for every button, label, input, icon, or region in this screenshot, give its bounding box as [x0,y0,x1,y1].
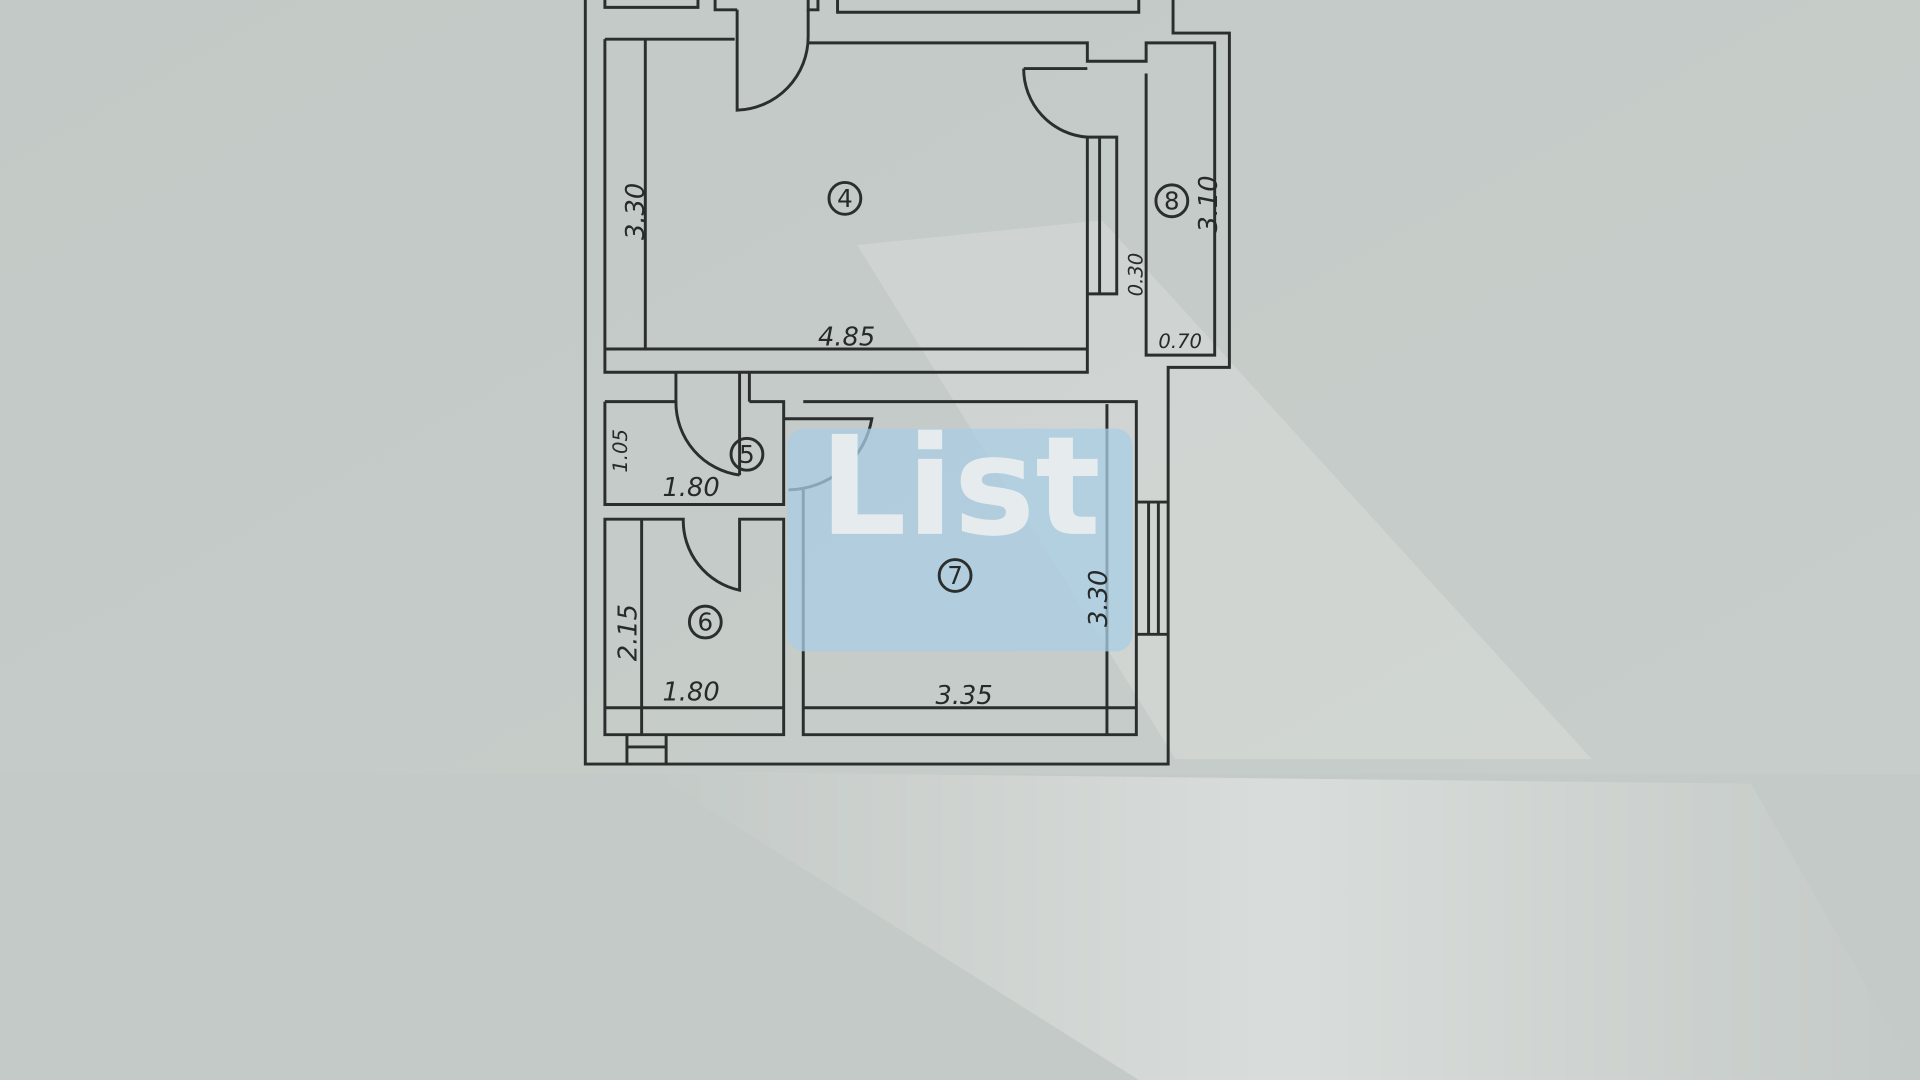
watermark: List [787,408,1133,652]
room-number-8: 8 [1164,186,1180,215]
room-4-width: 4.85 [818,322,875,352]
room-6-height: 2.15 [614,604,644,661]
light-beam [648,771,1920,1080]
room-4-height: 3.30 [621,183,651,240]
room-5-width: 1.80 [662,473,719,503]
room-8-height: 3.10 [1194,175,1224,232]
svg-text:List: List [819,408,1101,567]
room-number-7: 7 [947,561,963,590]
niche-depth: 0.30 [1124,253,1147,297]
light-beam-upper [857,220,1592,760]
room-number-6: 6 [698,608,714,637]
room-number-5: 5 [739,440,755,469]
room-7-height: 3.30 [1084,570,1114,627]
room-7-width: 3.35 [936,681,993,711]
labels: 4 4.85 3.30 5 1.80 1.05 6 1.80 2.15 7 3.… [609,175,1224,711]
room-number-4: 4 [837,184,853,213]
room-8-width: 0.70 [1158,330,1202,353]
walls [583,0,1231,766]
room-6-width: 1.80 [662,677,719,707]
room-5-height: 1.05 [609,429,632,473]
